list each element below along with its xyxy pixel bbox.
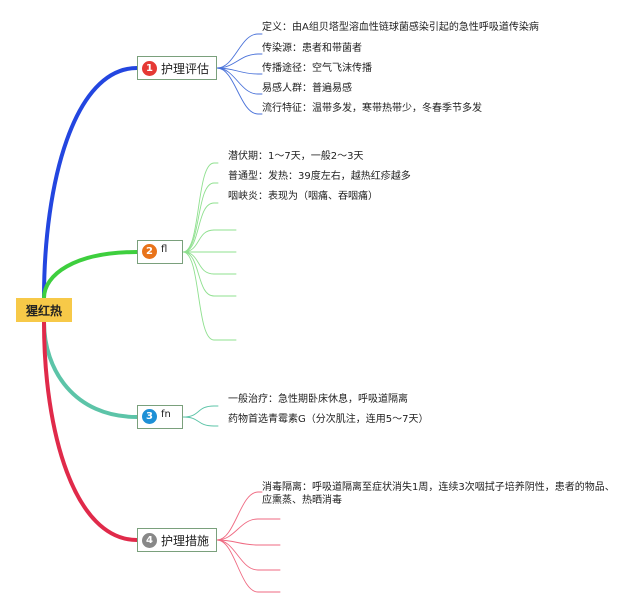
leaf-3-1: 一般治疗：急性期卧床休息，呼吸道隔离 — [228, 394, 408, 405]
badge-1: 1 — [142, 60, 157, 76]
badge-2: 2 — [142, 244, 157, 259]
leaf-2-3: 咽峡炎：表现为（咽痛、吞咽痛） — [228, 191, 378, 202]
badge-4: 4 — [142, 532, 157, 548]
leaf-1-5: 流行特征：温带多发，寒带热带少，冬春季节多发 — [262, 103, 482, 114]
branch-label-1: 护理评估 — [161, 61, 210, 76]
leaf-4-1: 消毒隔离：呼吸道隔离至症状消失1周，连续3次咽拭子培养阴性，患者的物品、应熏蒸、… — [262, 482, 615, 506]
leaf-1-3: 传播途径：空气飞沫传播 — [262, 63, 372, 74]
main-branch-3 — [42, 320, 139, 419]
leaf-connector-2-4 — [182, 229, 215, 253]
leaf-2-1: 潜伏期：1～7天，一般2～3天 — [228, 151, 364, 162]
root-node[interactable]: 猩红热 — [16, 298, 72, 322]
main-branch-2 — [42, 250, 139, 300]
leaf-2-2: 普通型：发热：39度左右，越热红疹越多 — [228, 171, 411, 182]
leaf-connector-1-1 — [216, 33, 259, 69]
branch-label-4: 护理措施 — [161, 533, 210, 548]
branch-node-1[interactable]: 1 护理评估 — [137, 56, 217, 80]
leaf-connector-2-8 — [182, 251, 215, 341]
leaf-connector-2-3 — [182, 202, 215, 253]
leaf-connector-2-7 — [182, 251, 215, 297]
leaf-connector-4-1 — [216, 491, 259, 541]
leaf-connector-2-2 — [182, 182, 215, 253]
main-branch-1 — [42, 66, 139, 300]
branch-node-2[interactable]: 2 fl — [137, 240, 183, 264]
leaf-connector-1-5 — [216, 67, 259, 115]
leaf-connector-1-2 — [216, 53, 259, 69]
branch-label-3: fn — [161, 409, 171, 420]
leaf-connector-2-1 — [182, 162, 215, 253]
leaf-1-2: 传染源：患者和带菌者 — [262, 43, 362, 54]
main-branch-4 — [42, 320, 139, 542]
leaf-connector-3-2 — [182, 416, 215, 427]
leaf-connector-3-1 — [182, 405, 215, 418]
branch-node-4[interactable]: 4 护理措施 — [137, 528, 217, 552]
badge-3: 3 — [142, 409, 157, 424]
leaf-3-2: 药物首选青霉素G（分次肌注，连用5～7天） — [228, 414, 429, 425]
leaf-connector-4-5 — [216, 539, 259, 593]
leaf-1-1: 定义：由A组贝塔型溶血性链球菌感染引起的急性呼吸道传染病 — [262, 22, 539, 33]
branch-node-3[interactable]: 3 fn — [137, 405, 183, 429]
leaf-connector-4-2 — [216, 518, 259, 541]
leaf-1-4: 易感人群：普遍易感 — [262, 83, 352, 94]
leaf-connector-2-6 — [182, 251, 215, 275]
root-label: 猩红热 — [25, 303, 62, 318]
branch-label-2: fl — [161, 244, 168, 255]
